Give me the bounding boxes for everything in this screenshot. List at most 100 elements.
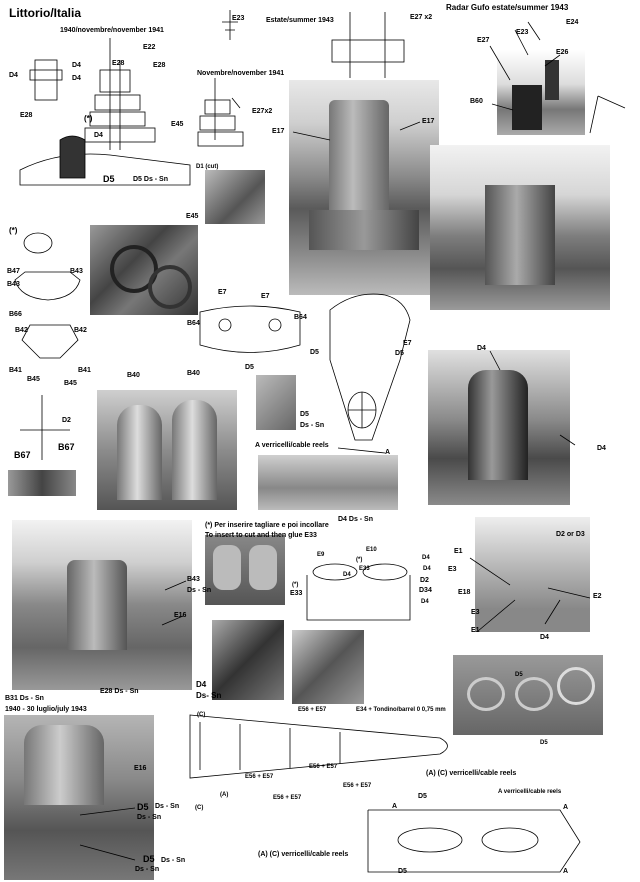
label-e7-mid: E7 [261, 293, 270, 300]
label-e26: E26 [556, 49, 569, 56]
label-b45-right: B45 [64, 380, 77, 387]
label-a-reel: A [385, 449, 391, 456]
footnote-english: To insert to cut and then glue E33 [205, 532, 317, 539]
label-d4-right-2: D4 [72, 75, 81, 82]
photo-deck-reels [453, 655, 603, 735]
label-d4-rigging: D4 [540, 634, 549, 641]
label-b40-right: B40 [187, 370, 200, 377]
label-e56-bottom: E56 + E57 [273, 795, 302, 801]
label-e3-bottom: E3 [471, 609, 480, 616]
label-e56-mid: E56 + E57 [309, 764, 338, 770]
photo-b67-small [8, 470, 76, 496]
label-e28-right: E28 [153, 62, 166, 69]
label-a-plan: (A) [220, 792, 229, 798]
label-e17-left: E17 [272, 128, 285, 135]
label-e56-top: E56 + E57 [298, 707, 327, 713]
label-b67-right: B67 [58, 442, 75, 452]
label-e7-left: E7 [218, 289, 227, 296]
label-d4-drum-3: D4 [423, 566, 431, 572]
label-e28-ds-sn: E28 Ds - Sn [100, 688, 139, 695]
label-d4-tower-right: D4 [597, 445, 606, 452]
photo-superstructure-1940 [12, 520, 192, 690]
label-e27x2-top: E27 x2 [410, 14, 433, 21]
label-e1-bottom: E1 [471, 627, 480, 634]
label-ds-sn-photo: Ds - Sn [300, 422, 325, 429]
label-b40-left: B40 [127, 372, 140, 379]
label-d4-left: D4 [9, 72, 18, 79]
label-d5-funnel-2: D5 [143, 854, 155, 864]
label-d5-deck-top: D5 [515, 672, 523, 678]
photo-e45-detail [205, 170, 265, 224]
label-d5-top-right: D5 [395, 350, 404, 357]
label-e22: E22 [143, 44, 156, 51]
label-d4-tower-top: D4 [477, 345, 486, 352]
label-d5-plan-bottom: D5 [398, 868, 407, 875]
label-d5-deck-bottom: D5 [540, 740, 548, 746]
label-star-4: (*) [292, 582, 299, 588]
label-e10: E10 [366, 547, 377, 553]
label-d4-ds-sn: D4 Ds - Sn [338, 516, 374, 523]
label-d5-funnel-1: D5 [137, 802, 149, 812]
label-d4-drum-4: D4 [421, 599, 429, 605]
photo-cable-reels [258, 455, 398, 510]
radar-caption: Radar Gufo estate/summer 1943 [446, 3, 569, 12]
label-b64-left: B64 [187, 320, 200, 327]
label-ds-sn-b43: Ds - Sn [187, 587, 212, 594]
label-e16-photo: E16 [174, 612, 187, 619]
label-e16-funnel: E16 [134, 765, 147, 772]
label-e56-right: E56 + E57 [343, 783, 372, 789]
page-title: Littorio/Italia [9, 6, 81, 20]
label-ds-sn-funnel-2: Ds - Sn [137, 814, 162, 821]
label-d2-drum: D2 [420, 577, 429, 584]
photo-radar-inset [497, 50, 585, 135]
label-e9: E9 [317, 552, 325, 558]
label-d34: D34 [419, 587, 432, 594]
label-d1-cut: D1 (cut) [196, 164, 219, 170]
label-e23-radar: E23 [516, 29, 529, 36]
photo-d5-small [256, 375, 296, 430]
label-e3-top: E3 [448, 566, 457, 573]
label-cable-reels-a: A verricelli/cable reels [255, 442, 329, 449]
label-d4-mast: D4 [94, 132, 103, 139]
photo-d4-tower [428, 350, 570, 505]
label-d4-drum-1: D4 [343, 572, 351, 578]
photo-d4-deck-2 [292, 630, 364, 704]
label-a-bottom-right-top: A [563, 804, 569, 811]
label-a-bottom-right: A [563, 868, 569, 875]
photo-funnel-bottom [4, 715, 154, 880]
label-e1-top: E1 [454, 548, 463, 555]
label-ds-sn-funnel-1: Ds - Sn [155, 803, 180, 810]
label-e28-left: E28 [20, 112, 33, 119]
label-ds-sn-funnel-4: Ds - Sn [135, 866, 160, 873]
label-d4-drum-2: D4 [422, 555, 430, 561]
label-star-2: (*) [9, 226, 18, 235]
label-e45-bottom: E45 [186, 213, 199, 220]
date-caption-1940-1943: 1940 - 30 luglio/july 1943 [5, 706, 87, 713]
label-e56-left: E56 + E57 [245, 774, 274, 780]
label-e7-right: E7 [403, 340, 412, 347]
label-d5-plan-top: D5 [418, 793, 427, 800]
label-e45-top: E45 [171, 121, 184, 128]
label-e23-top: E23 [232, 15, 245, 22]
footnote-italian: (*) Per inserire tagliare e poi incollar… [205, 522, 329, 529]
label-e17-right: E17 [422, 118, 435, 125]
photo-radar-tower [430, 145, 610, 310]
photo-d4-deck [212, 620, 284, 700]
label-e27-radar: E27 [477, 37, 490, 44]
label-b42-left: B42 [15, 327, 28, 334]
label-b64-right: B64 [294, 314, 307, 321]
label-e28-top: E28 [112, 60, 125, 67]
label-e27x2-mid: E27x2 [252, 108, 273, 115]
label-d5-main: D5 [103, 174, 115, 184]
photo-machinery [90, 225, 198, 315]
label-b43-right: B43 [70, 268, 83, 275]
label-d5-b64: D5 [245, 364, 254, 371]
label-c-plan-top: (C) [197, 712, 206, 718]
label-b66: B66 [9, 311, 22, 318]
label-cable-reels-ac-1: (A) (C) verricelli/cable reels [426, 770, 517, 777]
date-caption-1940: 1940/novembre/november 1941 [60, 27, 164, 34]
label-e33-drum: E33 [359, 566, 370, 572]
photo-mast-1943 [289, 80, 439, 295]
label-star: (*) [84, 114, 93, 123]
label-b41-right: B41 [78, 367, 91, 374]
